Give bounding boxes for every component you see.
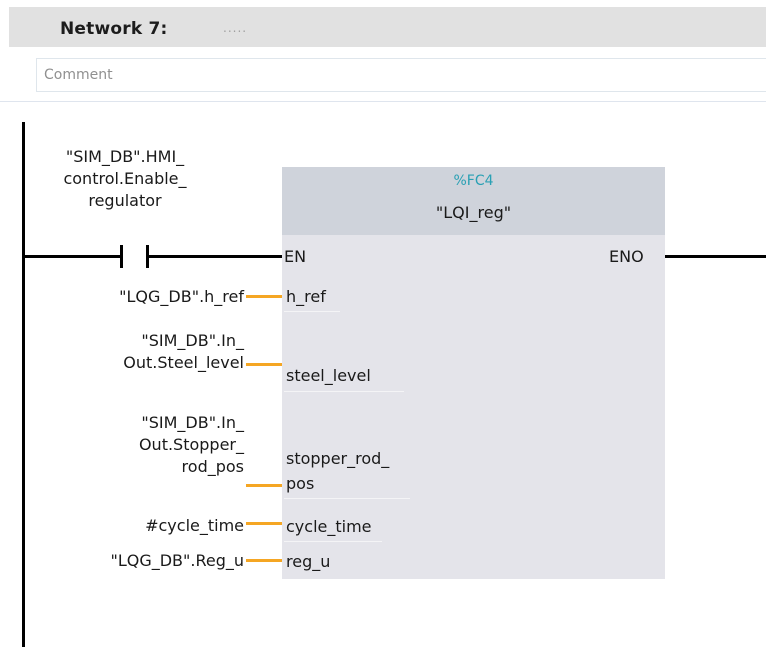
pin-stopper-rod-pos-line2: pos [286,474,315,493]
operand-h-ref[interactable]: "LQG_DB".h_ref [119,287,244,306]
block-header[interactable]: %FC4 "LQI_reg" [282,167,665,235]
connector-stopper-rod-pos [246,484,282,487]
network-comment-field[interactable]: Comment [36,58,766,92]
operand-stopper-rod-pos-line2[interactable]: Out.Stopper_ [138,435,244,454]
pin-steel-level: steel_level [286,366,371,385]
eno-pin-label: ENO [609,247,644,266]
network-title[interactable]: Network 7: [60,19,168,39]
network-separator [0,101,766,102]
operand-cycle-time[interactable]: #cycle_time [145,516,244,535]
pin-stopper-rod-pos-underline [284,498,410,499]
power-rail [22,122,25,647]
en-pin-label: EN [284,247,307,266]
operand-stopper-rod-pos-line3[interactable]: rod_pos [181,457,244,476]
wire-rail-to-contact [25,255,120,258]
pin-reg-u: reg_u [286,552,331,571]
pin-cycle-time-underline [284,541,382,542]
connector-steel-level [246,363,282,366]
contact-operand-line2[interactable]: control.Enable_ [63,169,187,188]
network-header[interactable]: Network 7: ..... [9,7,766,47]
function-block[interactable]: %FC4 "LQI_reg" EN ENO h_ref steel_level … [282,167,665,579]
pin-cycle-time: cycle_time [286,517,372,536]
pin-stopper-rod-pos-line1: stopper_rod_ [286,449,390,468]
contact-right-bar[interactable] [146,245,149,268]
operand-steel-level-line2[interactable]: Out.Steel_level [123,353,244,372]
block-number: %FC4 [453,173,494,189]
block-instance-name: "LQI_reg" [435,203,512,222]
connector-reg-u [246,559,282,562]
operand-reg-u[interactable]: "LQG_DB".Reg_u [110,551,244,570]
network-title-placeholder[interactable]: ..... [223,21,248,35]
wire-contact-to-en [149,255,282,258]
pin-h-ref: h_ref [286,287,326,306]
connector-cycle-time [246,522,282,525]
contact-operand-line1[interactable]: "SIM_DB".HMI_ [65,147,185,166]
contact-operand-line3[interactable]: regulator [88,191,162,210]
operand-steel-level-line1[interactable]: "SIM_DB".In_ [141,331,244,350]
contact-left-bar[interactable] [120,245,123,268]
pin-steel-level-underline [284,391,404,392]
operand-stopper-rod-pos-line1[interactable]: "SIM_DB".In_ [141,413,244,432]
wire-eno-out [665,255,766,258]
pin-h-ref-underline [284,311,340,312]
connector-h-ref [246,295,282,298]
comment-placeholder: Comment [44,67,113,83]
